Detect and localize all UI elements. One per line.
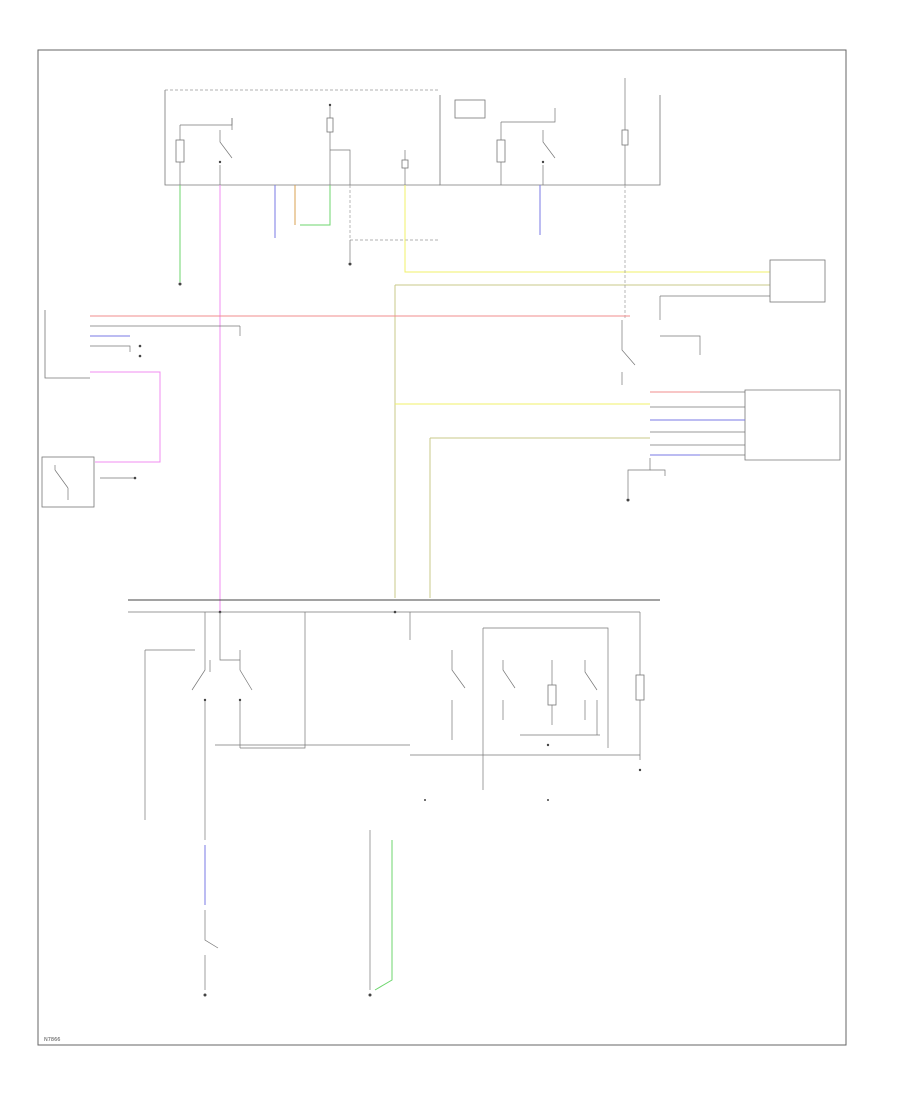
wire-green-bottom (374, 840, 393, 991)
wiper-switch-left (144, 612, 306, 820)
hood-module (659, 259, 826, 355)
diagram-frame (37, 49, 847, 1046)
wire-yellow-top (404, 185, 770, 273)
abs-module (650, 389, 841, 461)
wire-green-mid (300, 185, 331, 226)
smart-junction-box (439, 78, 661, 186)
wire-pink-loop (90, 371, 161, 463)
wiper-switch-right (215, 612, 645, 790)
reference-code: N7866 (44, 1037, 60, 1043)
wire-olive-mid (429, 437, 650, 598)
switch-box-left (41, 456, 95, 508)
battery-junction-box (164, 89, 440, 241)
